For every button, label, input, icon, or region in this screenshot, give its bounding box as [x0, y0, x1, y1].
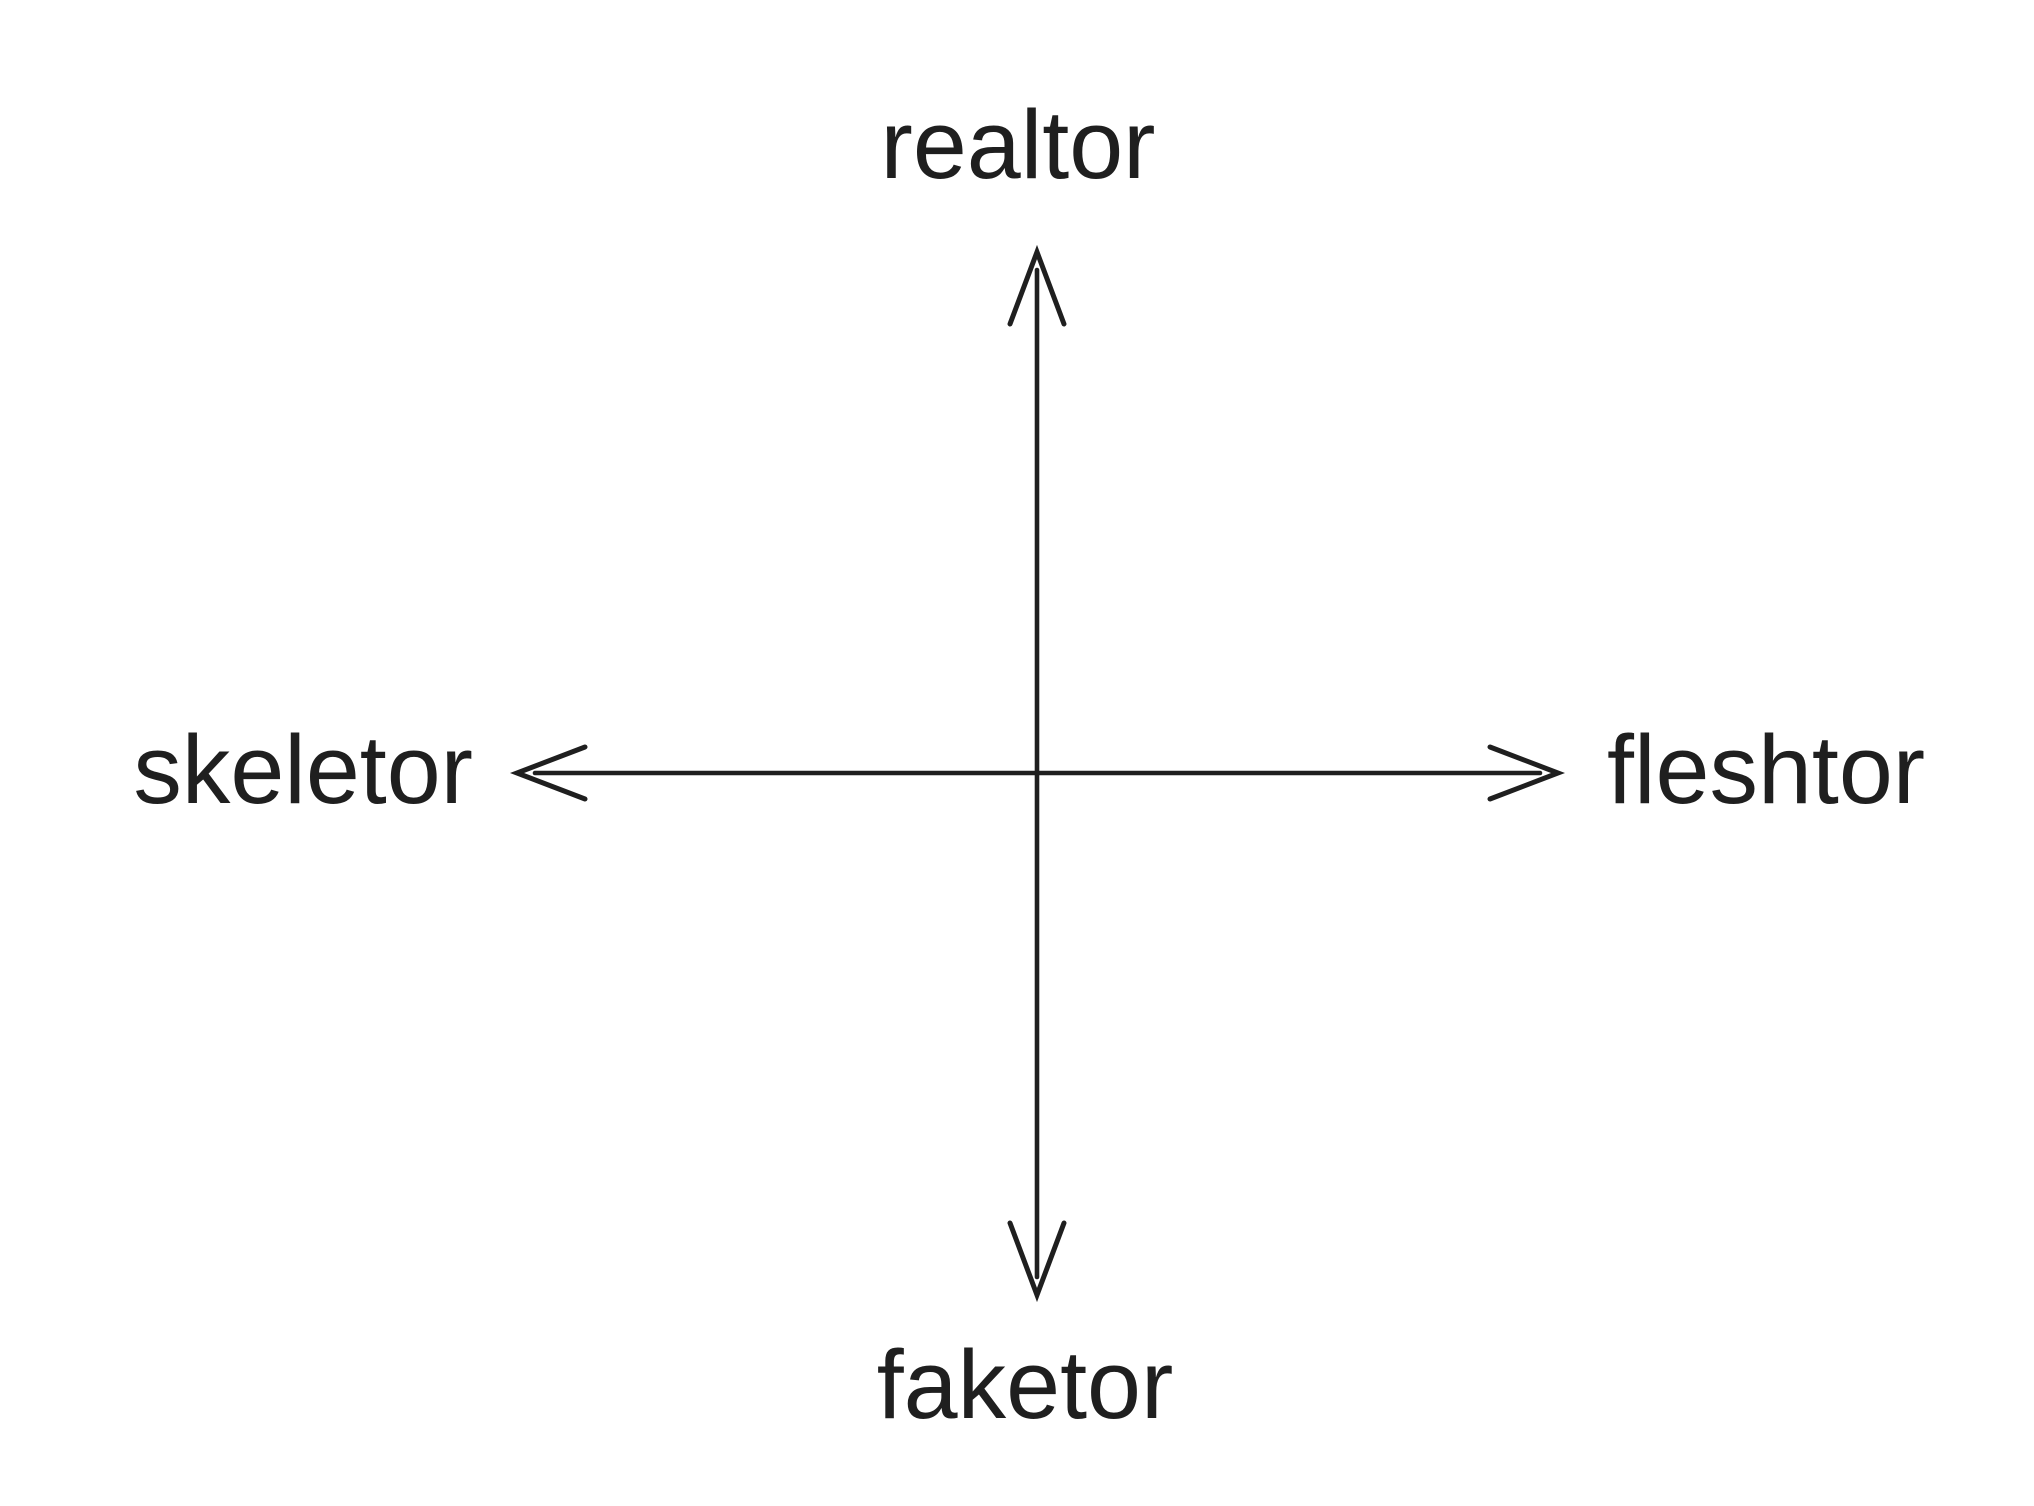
- down-arrowhead-icon: [1007, 1220, 1067, 1303]
- axis-label-top: realtor: [880, 90, 1156, 199]
- right-arrowhead-icon: [1487, 744, 1566, 802]
- axis-label-left: skeletor: [133, 715, 473, 824]
- up-arrowhead-icon: [1007, 244, 1067, 327]
- axis-label-bottom: faketor: [876, 1330, 1174, 1439]
- axis-label-right: fleshtor: [1607, 715, 1926, 824]
- left-arrowhead-icon: [509, 744, 588, 802]
